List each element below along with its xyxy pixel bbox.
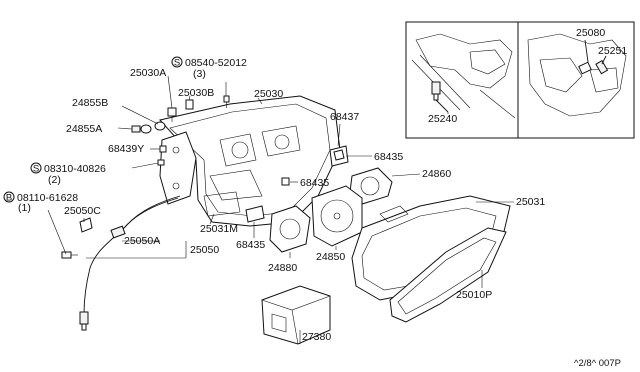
detail-inset xyxy=(405,21,635,139)
leader-lines xyxy=(47,75,514,344)
label-25080: 25080 xyxy=(576,27,605,39)
label-24860: 24860 xyxy=(422,168,451,180)
label-68439Y: 68439Y xyxy=(108,143,144,155)
label-24850: 24850 xyxy=(316,251,345,263)
clip-68435-mid[interactable] xyxy=(281,177,290,186)
label-25050C: 25050C xyxy=(64,205,101,217)
sensor-25240[interactable] xyxy=(431,81,441,101)
clip-68435-top[interactable] xyxy=(333,149,345,161)
gauge-24880[interactable] xyxy=(269,205,311,253)
speedometer-24850[interactable] xyxy=(311,185,363,247)
label-27380: 27380 xyxy=(302,331,331,343)
label-25030B: 25030B xyxy=(178,87,214,99)
sensor-25251[interactable] xyxy=(595,59,609,75)
label-68435-mid: 68435 xyxy=(300,177,329,189)
screw-25030B[interactable] xyxy=(185,99,194,110)
label-68437: 68437 xyxy=(330,111,359,123)
label-25050: 25050 xyxy=(190,244,219,256)
label-25031M: 25031M xyxy=(200,223,238,235)
diagram-code: ^2/8^ 007P xyxy=(574,358,621,369)
label-25030: 25030 xyxy=(254,88,283,100)
svg-text:S: S xyxy=(174,58,180,69)
label-25050A: 25050A xyxy=(124,235,160,247)
label-08310-40826: 08310-40826 xyxy=(44,163,106,175)
s-marker-1: S xyxy=(171,56,183,69)
clamp-25050C[interactable] xyxy=(79,217,93,233)
label-68435-top: 68435 xyxy=(374,151,403,163)
screw-08310[interactable] xyxy=(157,159,165,166)
clip-68439Y[interactable] xyxy=(159,145,167,153)
b-marker: B xyxy=(3,191,15,204)
label-08110-61628: 08110-61628 xyxy=(17,192,78,204)
module-27380[interactable] xyxy=(261,285,331,345)
sensor-25080[interactable] xyxy=(578,61,592,75)
label-24855B: 24855B xyxy=(72,97,108,109)
bulb-24855A[interactable] xyxy=(131,124,152,134)
mounting-bracket xyxy=(159,131,197,205)
lens-25010P[interactable] xyxy=(389,227,507,323)
label-08310-qty: (2) xyxy=(48,174,61,186)
meter-housing-25030[interactable] xyxy=(159,95,341,227)
svg-text:B: B xyxy=(6,193,12,204)
label-25240: 25240 xyxy=(428,113,457,125)
svg-text:S: S xyxy=(33,164,39,175)
label-08540-qty: (3) xyxy=(193,68,206,80)
label-24880: 24880 xyxy=(268,262,297,274)
label-08540-52012: 08540-52012 xyxy=(185,57,247,69)
label-24855A: 24855A xyxy=(66,123,102,135)
screw-08540[interactable] xyxy=(223,95,230,108)
label-68435-low: 68435 xyxy=(236,239,265,251)
label-25031: 25031 xyxy=(516,196,545,208)
speedometer-cable-25050[interactable] xyxy=(79,195,181,331)
s-marker-2: S xyxy=(30,162,42,175)
label-08110-qty: (1) xyxy=(18,202,31,214)
label-25030A: 25030A xyxy=(130,67,166,79)
case-25031M[interactable] xyxy=(203,191,241,217)
clip-68435-low[interactable] xyxy=(245,205,265,223)
label-25010P: 25010P xyxy=(456,289,492,301)
label-25251: 25251 xyxy=(598,45,627,57)
bolt-08110[interactable] xyxy=(61,251,78,259)
